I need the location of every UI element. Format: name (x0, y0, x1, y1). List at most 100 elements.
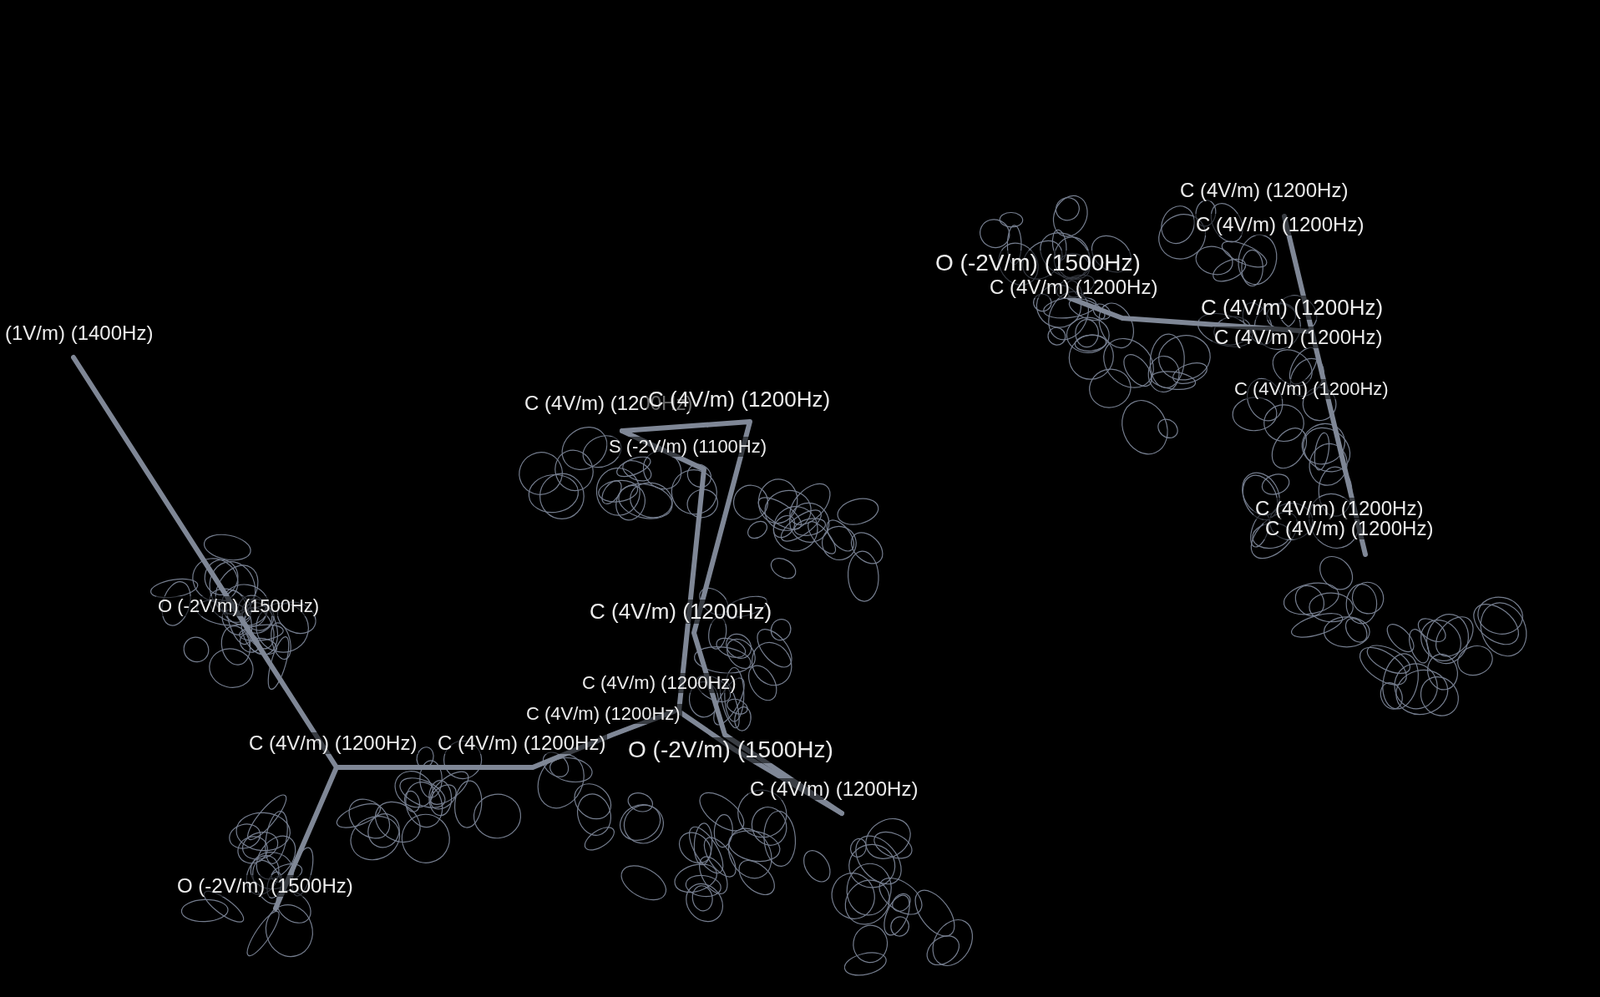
atom-label: C (4V/m) (1200Hz) (1199, 295, 1385, 320)
orbital-ellipse (511, 445, 570, 502)
orbital-ellipse (726, 826, 783, 866)
orbital-ellipse (999, 212, 1023, 228)
orbital-ellipse (615, 858, 672, 907)
orbital-ellipse (1263, 404, 1305, 442)
orbital-ellipse (334, 799, 384, 833)
atom-label: C (4V/m) (1200Hz) (1178, 179, 1350, 202)
orbital-ellipse (1377, 650, 1423, 713)
orbital-ellipse (845, 526, 889, 570)
atom-label: O (-2V/m) (1500Hz) (175, 875, 355, 897)
orbital-ellipse (1241, 249, 1263, 286)
orbital-ellipse (242, 907, 284, 960)
atom-label: C (4V/m) (1200Hz) (580, 673, 739, 694)
orbital-ellipse (227, 820, 264, 852)
atom-label: C (4V/m) (1200Hz) (1212, 326, 1384, 349)
orbital-ellipse (363, 809, 405, 852)
orbital-ellipse (428, 779, 452, 816)
orbital-ellipse (1074, 334, 1108, 353)
orbital-ellipse (1346, 583, 1378, 624)
orbital-ellipse (396, 809, 455, 868)
orbital-ellipse (1423, 651, 1462, 694)
orbital-ellipse (581, 822, 618, 855)
orbital-ellipse (1341, 614, 1372, 647)
orbital-ellipse (567, 776, 618, 826)
orbital-ellipse (1075, 319, 1099, 348)
orbital-ellipse (671, 859, 721, 897)
orbital-ellipse (750, 622, 799, 674)
orbital-ellipse (1084, 364, 1135, 413)
orbital-ellipse (181, 898, 228, 922)
orbital-ellipse (1092, 298, 1140, 354)
orbital-ellipse (782, 475, 838, 532)
orbital-ellipse (238, 828, 281, 864)
orbital-ellipse (1324, 617, 1371, 648)
orbital-ellipse (1412, 612, 1470, 669)
orbital-ellipse (617, 798, 671, 851)
orbital-ellipse (1294, 419, 1358, 482)
orbital-ellipse (678, 876, 731, 930)
orbital-ellipse (400, 777, 448, 832)
atom-label: C (4V/m) (1200Hz) (247, 732, 419, 755)
orbital-ellipse (762, 810, 798, 867)
atom-label: S (-2V/m) (1100Hz) (607, 436, 769, 457)
orbital-ellipse (619, 456, 655, 486)
atom-label: C (4V/m) (1200Hz) (646, 387, 832, 412)
orbital-ellipse (792, 516, 827, 539)
orbital-ellipse (733, 705, 753, 732)
orbital-ellipse (763, 488, 814, 533)
orbital-ellipse (673, 826, 717, 870)
orbital-ellipse (879, 891, 916, 939)
atom-label: C (4V/m) (1200Hz) (748, 778, 920, 800)
orbital-ellipse (721, 628, 757, 664)
atom-label: (1V/m) (1400Hz) (3, 322, 155, 345)
orbital-ellipse (1353, 640, 1413, 693)
orbital-ellipse (1281, 578, 1342, 620)
atom-label: O (-2V/m) (1500Hz) (626, 737, 836, 764)
orbital-ellipse (627, 478, 677, 522)
atom-label: O (-2V/m) (1500Hz) (933, 250, 1143, 277)
orbital-ellipse (713, 814, 734, 848)
orbital-ellipse (776, 504, 826, 547)
orbital-ellipse (1413, 613, 1450, 647)
atom-label: C (4V/m) (1200Hz) (1253, 497, 1425, 520)
orbital-ellipse (1047, 190, 1094, 242)
atom-label: O (-2V/m) (1500Hz) (156, 596, 321, 617)
orbital-ellipse (1265, 421, 1314, 475)
atom-label: C (4V/m) (1200Hz) (1232, 379, 1391, 400)
orbital-ellipse (612, 481, 650, 524)
orbital-ellipse (553, 418, 616, 479)
orbital-ellipse (846, 550, 880, 603)
orbital-ellipse (816, 521, 861, 565)
orbital-ellipse (1289, 580, 1330, 623)
orbital-ellipse (1113, 393, 1175, 461)
orbital-ellipse (872, 870, 928, 922)
orbital-ellipse (825, 867, 881, 924)
orbital-ellipse (664, 463, 724, 522)
orbital-ellipse (907, 883, 963, 943)
orbital-ellipse (395, 771, 450, 814)
orbital-ellipse (1052, 193, 1083, 224)
orbital-ellipse (690, 884, 714, 913)
orbital-ellipse (835, 870, 899, 934)
atom-label: C (4V/m) (1200Hz) (524, 703, 683, 725)
orbital-ellipse (202, 531, 254, 564)
orbital-ellipse (178, 632, 214, 668)
orbital-ellipse (367, 793, 428, 851)
orbital-ellipse (1192, 242, 1236, 279)
orbital-ellipse (803, 517, 841, 558)
orbital-ellipse (798, 845, 836, 887)
orbital-ellipse (846, 827, 911, 893)
orbital-ellipse (1472, 595, 1535, 664)
orbital-ellipse (471, 791, 524, 841)
orbital-ellipse (1474, 593, 1526, 638)
orbital-ellipse (921, 930, 965, 972)
orbital-ellipse (1390, 659, 1443, 714)
orbital-ellipse (1346, 576, 1390, 620)
orbital-ellipse (767, 554, 800, 583)
orbital-ellipse (746, 802, 792, 851)
orbital-ellipse (1382, 619, 1419, 657)
orbital-ellipse (850, 923, 890, 966)
orbital-ellipse (858, 810, 918, 867)
orbital-ellipse (1311, 431, 1332, 471)
atom-label: C (4V/m) (1200Hz) (435, 732, 608, 755)
